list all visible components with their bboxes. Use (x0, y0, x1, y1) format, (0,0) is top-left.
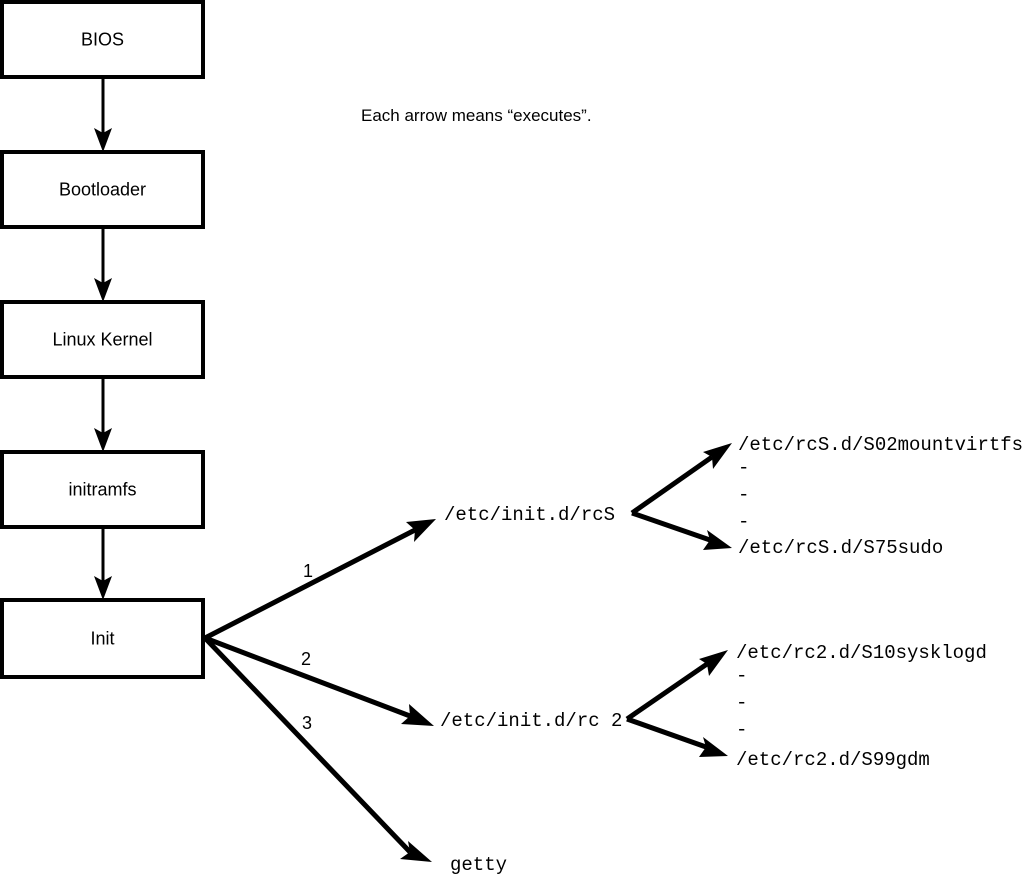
arrow-init-branch-1 (203, 519, 436, 641)
node-bios[interactable]: BIOS (0, 0, 205, 79)
bios-label: BIOS (81, 29, 124, 49)
diagram-caption: Each arrow means “executes”. (361, 106, 592, 125)
arrow-init-branch-3 (203, 636, 432, 862)
arrow-kernel-to-initramfs (94, 377, 112, 452)
rcs-ellipsis-dash-2: - (738, 484, 749, 506)
arrow-bootloader-to-kernel (94, 227, 112, 302)
arrow-rcs-to-first-script (630, 443, 732, 516)
initramfs-label: initramfs (68, 479, 136, 499)
rc2-script-first-label[interactable]: /etc/rc2.d/S10sysklogd (736, 642, 987, 664)
rc2-ellipsis-dash-3: - (736, 719, 747, 741)
init-label: Init (90, 628, 114, 648)
rcs-script-first-label[interactable]: /etc/rcS.d/S02mountvirtfs (738, 434, 1023, 456)
node-init[interactable]: Init (0, 598, 205, 679)
init-box[interactable] (0, 598, 205, 679)
arrow-init-branch-2 (204, 635, 434, 726)
rcs-script-last-label[interactable]: /etc/rcS.d/S75sudo (738, 537, 943, 559)
arrow-rc2-to-last-script (626, 716, 728, 757)
arrow-bios-to-bootloader (94, 77, 112, 152)
rcs-ellipsis-dash-3: - (738, 511, 749, 533)
branch-target-rcs-label[interactable]: /etc/init.d/rcS (444, 504, 615, 526)
node-linux-kernel[interactable]: Linux Kernel (0, 300, 205, 379)
node-initramfs[interactable]: initramfs (0, 450, 205, 529)
rc2-ellipsis-dash-1: - (736, 665, 747, 687)
node-bootloader[interactable]: Bootloader (0, 150, 205, 229)
bootloader-label: Bootloader (59, 179, 146, 199)
initramfs-box[interactable] (0, 450, 205, 529)
arrow-rcs-to-last-script (631, 510, 732, 550)
branch-target-getty-label[interactable]: getty (450, 854, 507, 875)
edge-number-2: 2 (301, 649, 311, 669)
rc2-script-last-label[interactable]: /etc/rc2.d/S99gdm (736, 749, 930, 771)
edge-number-1: 1 (303, 561, 313, 581)
rcs-ellipsis-dash-1: - (738, 457, 749, 479)
linux-kernel-label: Linux Kernel (52, 329, 152, 349)
arrow-initramfs-to-init (94, 527, 112, 600)
rc2-ellipsis-dash-2: - (736, 692, 747, 714)
bios-box[interactable] (0, 0, 205, 79)
arrow-rc2-to-first-script (625, 650, 728, 722)
branch-target-rc2-label[interactable]: /etc/init.d/rc 2 (440, 710, 622, 732)
edge-number-3: 3 (302, 713, 312, 733)
